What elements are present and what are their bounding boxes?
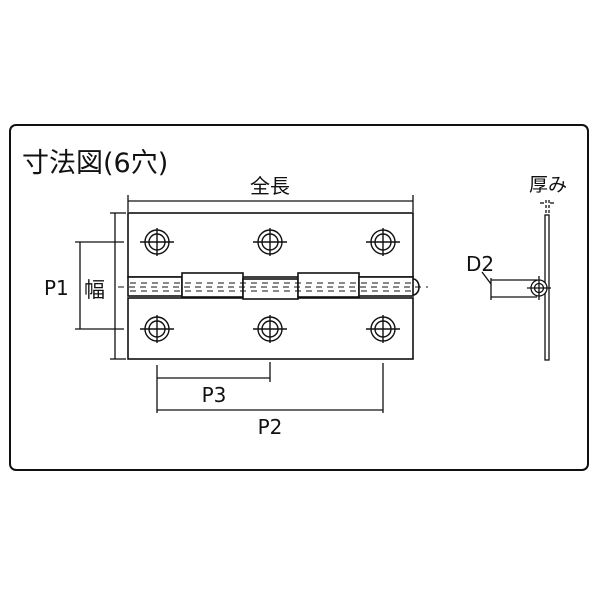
knuckle-hidden-lines — [118, 282, 428, 292]
hinge-front-view — [118, 212, 428, 360]
hinge-side-view — [481, 200, 554, 361]
screw-hole — [253, 315, 287, 343]
screw-hole — [253, 228, 287, 256]
diagram-frame — [9, 124, 589, 471]
screw-holes — [140, 228, 400, 343]
screw-hole — [140, 315, 174, 343]
d2-label: D2 — [466, 252, 494, 276]
screw-hole — [140, 228, 174, 256]
screw-hole — [366, 228, 400, 256]
diagram-title: 寸法図(6穴) — [22, 148, 168, 179]
pin-end — [412, 278, 420, 296]
p2-label: P2 — [258, 415, 283, 439]
screw-hole — [366, 315, 400, 343]
overall-length-label: 全長 — [250, 174, 290, 198]
p1-label: P1 — [44, 276, 69, 300]
thickness-label: 厚み — [529, 174, 567, 196]
top-leaf — [127, 212, 414, 278]
dimension-lines — [75, 195, 414, 413]
p3-label: P3 — [202, 383, 227, 407]
width-label: 幅 — [84, 278, 105, 302]
